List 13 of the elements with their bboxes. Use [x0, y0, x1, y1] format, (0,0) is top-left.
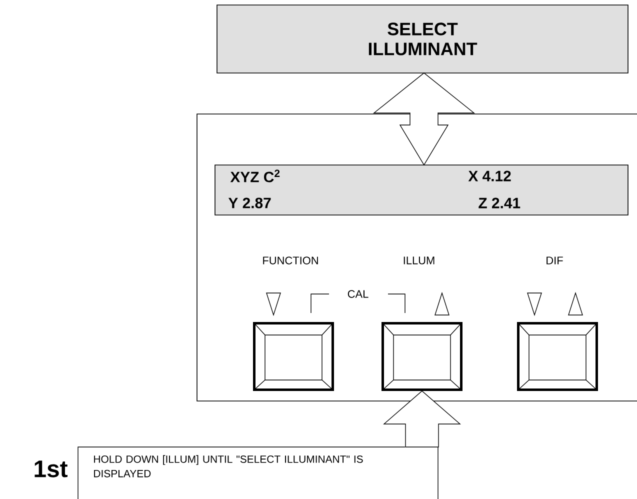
- button-label: ILLUM: [404, 256, 434, 264]
- step-label: 1st: [34, 460, 68, 478]
- button-label: FUNCTION: [263, 256, 318, 264]
- display-reading: Z 2.41: [478, 198, 520, 208]
- device-panel: [196, 114, 637, 402]
- note-box: HOLD DOWN [ILLUM] UNTIL "SELECT ILLUMINANT" IS DISPLAYED: [78, 446, 438, 499]
- button-label: DIF: [546, 256, 563, 264]
- display-reading: X 4.12: [468, 170, 511, 182]
- display-reading: XYZ C$^{2}$: [230, 170, 280, 182]
- bracket-label: CAL: [310, 290, 406, 314]
- block-arrow: [383, 390, 461, 448]
- display-reading: Y 2.87: [228, 198, 271, 208]
- title-box: SELECT ILLUMINANT: [216, 4, 628, 74]
